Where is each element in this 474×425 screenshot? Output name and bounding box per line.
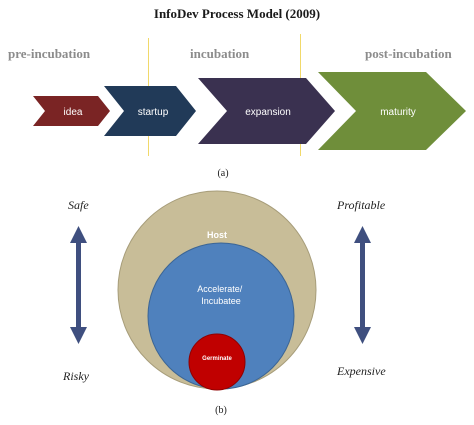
circle-accelerate-line-1: Accelerate/ bbox=[197, 284, 243, 294]
right-axis-top-label: Profitable bbox=[337, 198, 386, 212]
phase-chevron-expansion bbox=[198, 78, 335, 144]
stage-label-post-incubation: post-incubation bbox=[365, 46, 452, 61]
caption-b: (b) bbox=[215, 405, 227, 416]
right-double-arrow-icon bbox=[354, 226, 371, 344]
circle-germinate-label: Germinate bbox=[202, 356, 232, 362]
phase-chevron-idea bbox=[33, 96, 110, 126]
left-double-arrow-icon bbox=[70, 226, 87, 344]
phase-label-startup: startup bbox=[138, 107, 169, 118]
phase-chevron-maturity bbox=[318, 72, 466, 150]
phase-chevron-flow: idea startup expansion maturity bbox=[33, 72, 466, 150]
diagram-title: InfoDev Process Model (2009) bbox=[153, 6, 321, 21]
circle-germinate bbox=[188, 333, 246, 391]
phase-label-expansion: expansion bbox=[245, 107, 291, 118]
stage-label-incubation: incubation bbox=[190, 46, 250, 61]
circle-accelerate-incubatee-label: Accelerate/ Incubatee bbox=[197, 284, 245, 306]
caption-a: (a) bbox=[217, 168, 229, 179]
phase-label-idea: idea bbox=[64, 107, 83, 118]
phase-chevron-startup bbox=[104, 86, 196, 136]
circle-host-label: Host bbox=[207, 230, 227, 240]
left-axis-top-label: Safe bbox=[68, 198, 89, 212]
stage-label-pre-incubation: pre-incubation bbox=[8, 46, 91, 61]
left-axis-bottom-label: Risky bbox=[63, 369, 89, 383]
phase-label-maturity: maturity bbox=[380, 107, 416, 118]
circle-accelerate-line-2: Incubatee bbox=[201, 296, 241, 306]
right-axis-bottom-label: Expensive bbox=[337, 364, 386, 378]
